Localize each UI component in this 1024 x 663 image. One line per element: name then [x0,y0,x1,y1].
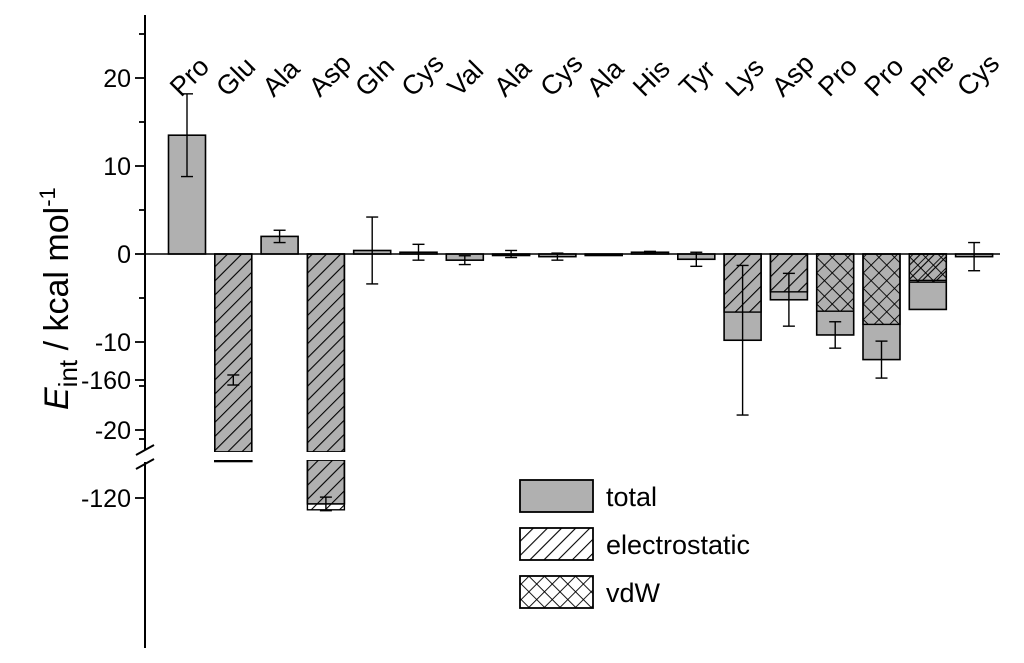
y-tick-label: -120 [81,485,131,513]
bar-vdw-pro [816,253,855,312]
category-label-pro: Pro [859,51,910,102]
category-label-tyr: Tyr [673,55,721,103]
y-axis-label: Eint / kcal mol-1 [35,187,83,410]
legend-swatch-electrostatic [519,527,594,561]
y-axis-title-superscript: -1 [35,187,60,207]
legend: total electrostatic vdW [519,479,750,609]
y-tick-label: -10 [95,329,131,357]
y-tick-label: 20 [103,65,131,93]
bar-electrostatic-asp [306,253,346,453]
y-axis-title-symbol: E [38,387,76,410]
axis-break-gap [147,452,1024,460]
category-label-lys: Lys [720,52,770,102]
category-label-cys: Cys [534,48,588,102]
category-label-his: His [627,53,676,102]
category-label-gln: Gln [349,51,400,102]
category-label-glu: Glu [210,51,261,102]
category-label-pro: Pro [164,51,215,102]
bar-total-glu [214,459,253,463]
y-axis [135,15,155,648]
category-label-ala: Ala [257,53,307,103]
bar-vdw-phe [908,253,947,283]
bars-layer [145,93,1024,512]
category-label-pro: Pro [812,51,863,102]
category-label-phe: Phe [905,47,960,102]
category-label-ala: Ala [488,53,538,103]
category-label-ala: Ala [581,53,631,103]
category-label-cys: Cys [396,48,450,102]
legend-label-total: total [606,482,657,512]
legend-label-electrostatic: electrostatic [606,530,750,560]
y-axis-title-unit: / kcal mol [38,207,76,360]
y-axis-title-subscript: int [53,359,83,387]
y-tick-label: 0 [117,241,131,269]
category-labels: ProGluAlaAspGlnCysValAlaCysAlaHisTyrLysA… [164,47,1005,102]
bar-electrostatic-glu [214,253,253,453]
category-label-asp: Asp [766,48,820,102]
y-tick-label: -20 [95,417,131,445]
legend-swatch-total [519,479,594,513]
legend-swatch-vdw [519,575,594,609]
y-tick-labels: 20 10 0 -10 -20 -120 -160 [81,65,131,513]
axis-break-mark-1 [135,444,155,456]
y-axis-title: Eint / kcal mol-1 [35,187,83,410]
y-tick-label: -160 [81,367,131,395]
category-label-cys: Cys [951,48,1005,102]
axis-break-mark-2 [135,458,155,470]
bar-vdw-pro [862,253,901,326]
legend-label-vdw: vdW [606,578,661,608]
category-label-asp: Asp [303,48,357,102]
category-label-val: Val [442,55,489,102]
y-tick-label: 10 [103,153,131,181]
